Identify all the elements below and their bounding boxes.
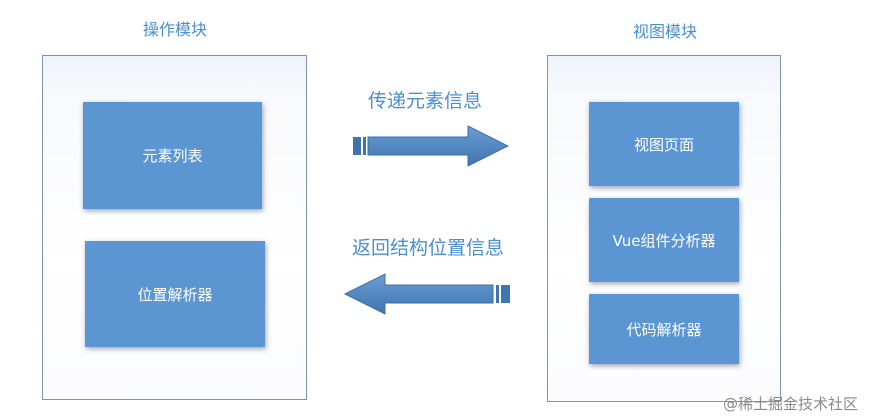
- vue-component-analyzer-box: Vue组件分析器: [589, 198, 739, 282]
- view-module-title: 视图模块: [632, 22, 697, 41]
- backward-arrow-label: 返回结构位置信息: [351, 237, 504, 259]
- operation-module-title: 操作模块: [142, 20, 207, 39]
- element-list-box: 元素列表: [83, 102, 262, 209]
- position-parser-box: 位置解析器: [85, 241, 265, 347]
- right-arrow-icon: [353, 125, 510, 167]
- view-page-box: 视图页面: [589, 102, 739, 186]
- forward-arrow-label: 传递元素信息: [367, 90, 482, 112]
- code-parser-box: 代码解析器: [589, 294, 739, 364]
- left-arrow-icon: [343, 273, 510, 315]
- watermark-text: @稀土掘金技术社区: [722, 395, 858, 413]
